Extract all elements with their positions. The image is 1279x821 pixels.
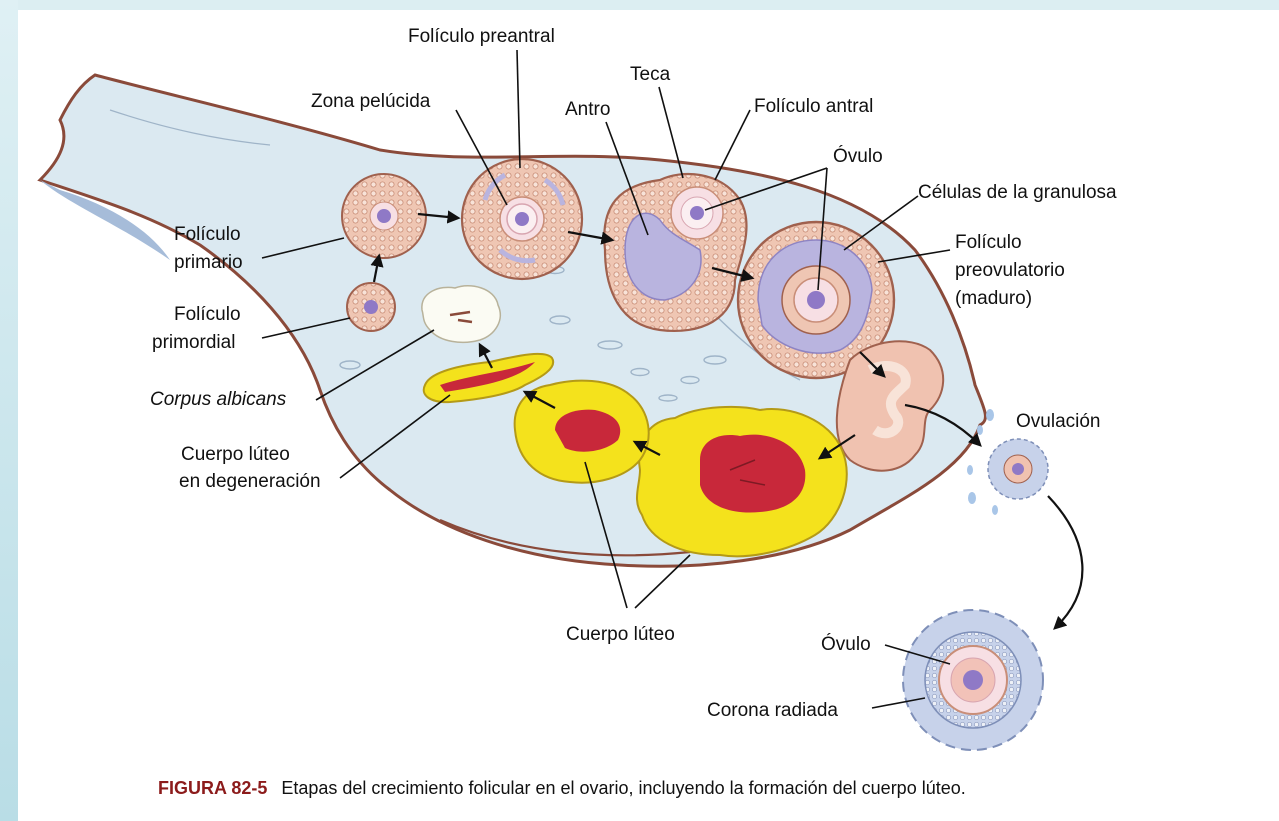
figure-caption: FIGURA 82-5 Etapas del crecimiento folicu… [158, 778, 1258, 799]
label-foliculo-primario-2: primario [174, 252, 243, 273]
label-cuerpo-luteo-degeneracion-1: Cuerpo lúteo [181, 444, 290, 465]
label-cuerpo-luteo-degeneracion-2: en degeneración [179, 471, 321, 492]
label-zona-pelucida: Zona pelúcida [311, 91, 431, 112]
label-ovulo-top: Óvulo [833, 145, 883, 167]
corona-radiata-oocyte [903, 610, 1043, 750]
label-corpus-albicans: Corpus albicans [150, 389, 287, 410]
label-teca: Teca [630, 64, 671, 85]
label-foliculo-preovulatorio-3: (maduro) [955, 288, 1032, 309]
primary-follicle [342, 174, 426, 258]
label-foliculo-preovulatorio-1: Folículo [955, 232, 1022, 253]
figure-number: FIGURA 82-5 [158, 778, 267, 798]
label-foliculo-primordial-2: primordial [152, 332, 235, 353]
label-cuerpo-luteo: Cuerpo lúteo [566, 624, 675, 645]
corpus-albicans [422, 286, 500, 343]
label-foliculo-primordial-1: Folículo [174, 304, 241, 325]
label-ovulacion: Ovulación [1016, 411, 1101, 432]
corpus-luteum-large [637, 407, 847, 556]
label-corona-radiada: Corona radiada [707, 700, 838, 721]
label-foliculo-preantral: Folículo preantral [408, 26, 555, 47]
label-foliculo-primario-1: Folículo [174, 224, 241, 245]
label-ovulo-bottom: Óvulo [821, 633, 871, 655]
corpus-luteum-medium [515, 381, 649, 483]
ovary-diagram: Folículo preantral Teca Zona pelúcida An… [0, 0, 1279, 770]
preantral-follicle [462, 159, 582, 279]
label-foliculo-antral: Folículo antral [754, 96, 873, 117]
label-foliculo-preovulatorio-2: preovulatorio [955, 260, 1065, 281]
label-celulas-granulosa: Células de la granulosa [918, 182, 1117, 203]
caption-text: Etapas del crecimiento folicular en el o… [281, 778, 965, 798]
primordial-follicle [347, 283, 395, 331]
antral-follicle [604, 174, 746, 331]
label-antro: Antro [565, 99, 610, 120]
